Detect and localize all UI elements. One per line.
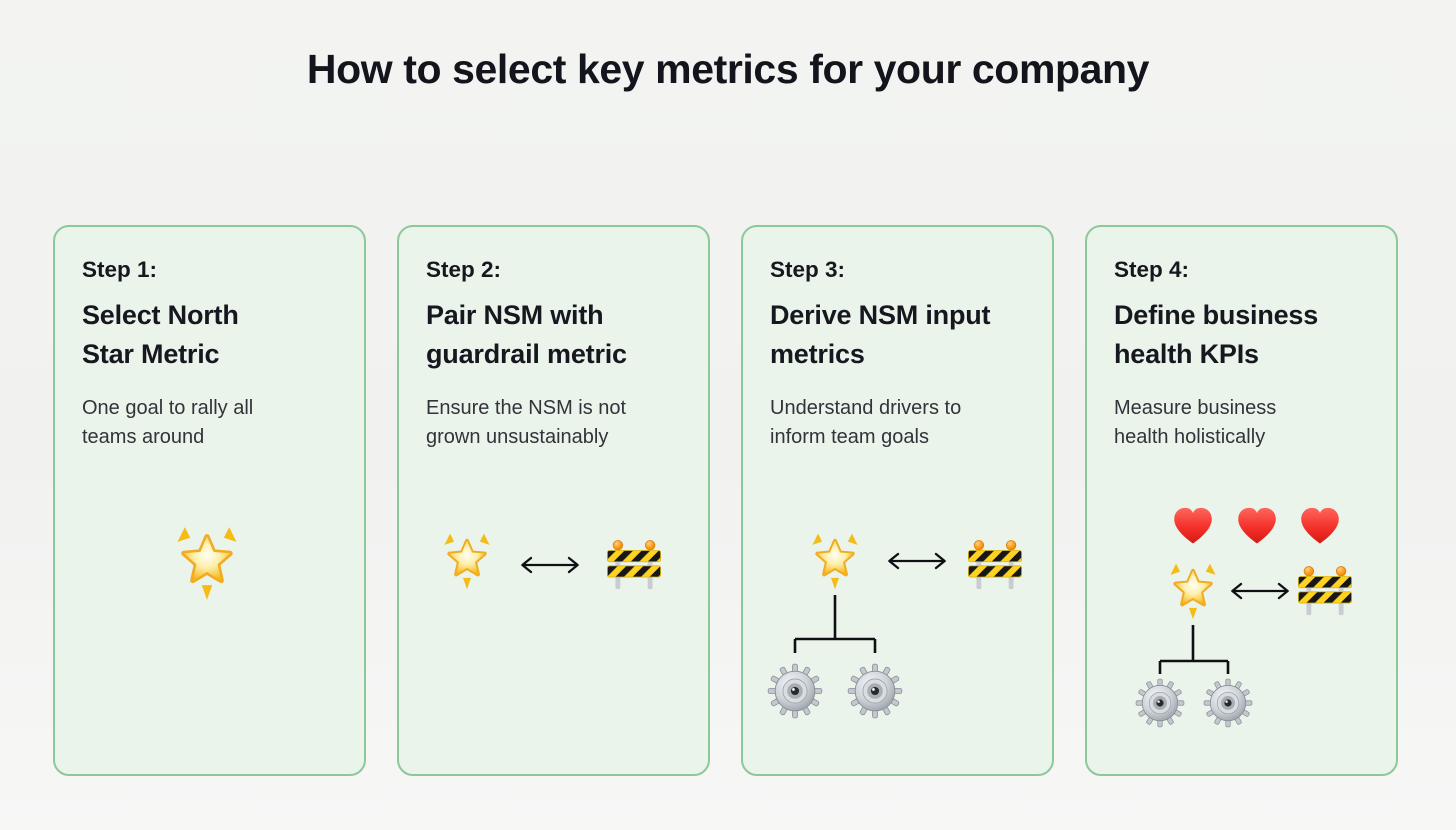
step-heading: Select North Star Metric <box>82 300 239 369</box>
left-right-arrow-icon <box>1227 580 1293 602</box>
step-label: Step 1: <box>82 257 158 282</box>
glowing-star-icon <box>806 531 864 591</box>
glowing-star-icon <box>438 531 496 591</box>
page-title: How to select key metrics for your compa… <box>306 46 1150 92</box>
step-description: Ensure the NSM is not grown unsustainabl… <box>426 397 627 449</box>
step-card-4: Step 4: Define business health KPIs Meas… <box>1085 225 1398 776</box>
step-heading: Define business health KPIs <box>1114 300 1319 369</box>
step-card-2: Step 2: Pair NSM with guardrail metric E… <box>397 225 710 776</box>
glowing-star-icon <box>1164 561 1222 621</box>
construction-barrier-icon <box>1296 562 1354 620</box>
gear-icon <box>1203 678 1253 728</box>
gear-icon <box>767 663 823 719</box>
red-heart-icon <box>1170 504 1216 546</box>
construction-barrier-icon <box>966 536 1024 594</box>
red-heart-icon <box>1297 504 1343 546</box>
step-heading: Pair NSM with guardrail metric <box>426 300 627 369</box>
step-label: Step 3: <box>770 257 846 282</box>
step-card-3: Step 3: Derive NSM input metrics Underst… <box>741 225 1054 776</box>
step-heading: Derive NSM input metrics <box>770 300 991 369</box>
step-label: Step 4: <box>1114 257 1190 282</box>
red-heart-icon <box>1234 504 1280 546</box>
left-right-arrow-icon <box>884 550 950 572</box>
step-description: Understand drivers to inform team goals <box>770 397 962 449</box>
branch-connector <box>1158 625 1230 674</box>
branch-connector <box>793 595 877 653</box>
steps-row: Step 1: Select North Star Metric One goa… <box>53 225 1398 776</box>
infographic: How to select key metrics for your compa… <box>0 46 1456 776</box>
construction-barrier-icon <box>605 536 663 594</box>
step-description: One goal to rally all teams around <box>82 397 254 449</box>
gear-icon <box>847 663 903 719</box>
left-right-arrow-icon <box>517 554 583 576</box>
step-description: Measure business health holistically <box>1114 397 1277 449</box>
step-card-1: Step 1: Select North Star Metric One goa… <box>53 225 366 776</box>
glowing-star-icon <box>169 524 245 602</box>
gear-icon <box>1135 678 1185 728</box>
step-label: Step 2: <box>426 257 502 282</box>
